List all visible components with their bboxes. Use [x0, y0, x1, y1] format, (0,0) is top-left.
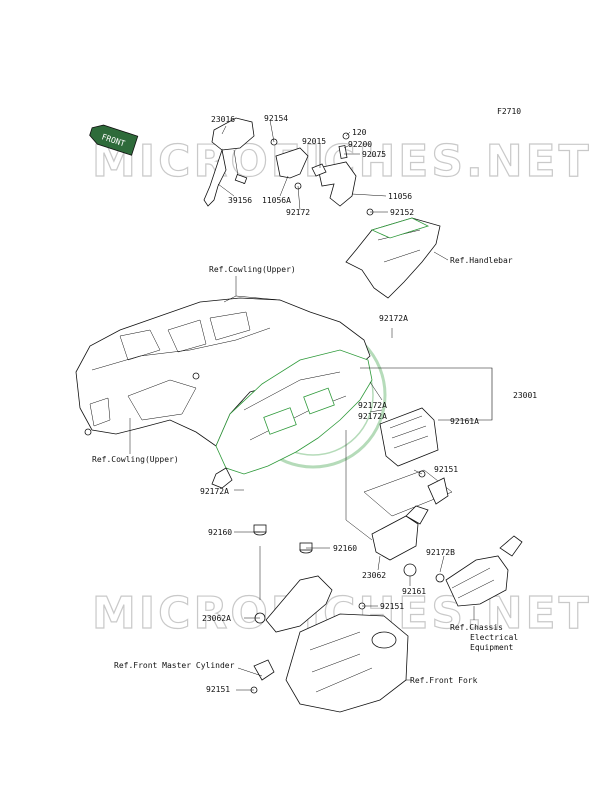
- label-11056A: 11056A: [262, 196, 291, 205]
- label-ref-cowling-upper-left: Ref.Cowling(Upper): [92, 455, 179, 464]
- label-ref-chassis-1: Ref.Chassis: [450, 623, 503, 632]
- handlebar-clamp: [345, 217, 441, 299]
- mount-plate-upper: [363, 469, 453, 517]
- label-92160-right: 92160: [333, 544, 357, 553]
- label-23001: 23001: [513, 391, 537, 400]
- label-23062A: 23062A: [202, 614, 231, 623]
- label-23016: 23016: [211, 115, 235, 124]
- label-92161A: 92161A: [450, 417, 479, 426]
- switch-assembly-23016: [203, 117, 255, 207]
- label-120: 120: [352, 128, 367, 137]
- label-92172A-mid1: 92172A: [358, 401, 387, 410]
- chassis-electrical-bracket: [403, 535, 523, 607]
- label-39156: 39156: [228, 196, 252, 205]
- front-arrow-tag: FRONT: [89, 124, 139, 156]
- label-ref-front-fork: Ref.Front Fork: [410, 676, 478, 685]
- label-92075: 92075: [362, 150, 386, 159]
- figure-code: F2710: [497, 107, 521, 116]
- label-92015: 92015: [302, 137, 326, 146]
- label-ref-chassis-3: Equipment: [470, 643, 514, 652]
- label-11056: 11056: [388, 192, 412, 201]
- label-23062: 23062: [362, 571, 386, 580]
- label-92160-left: 92160: [208, 528, 232, 537]
- bracket-11056: [311, 132, 374, 216]
- bracket-11056A: [270, 138, 309, 190]
- label-92151-bottom: 92151: [206, 685, 230, 694]
- label-92152: 92152: [390, 208, 414, 217]
- grommet-92160-b: [299, 542, 313, 554]
- label-92161: 92161: [402, 587, 426, 596]
- label-92172A-left: 92172A: [200, 487, 229, 496]
- grommet-92160-a: [253, 524, 267, 536]
- label-92172B: 92172B: [426, 548, 455, 557]
- label-92151-mid: 92151: [380, 602, 404, 611]
- label-92151-upper: 92151: [434, 465, 458, 474]
- bracket-23062: [371, 505, 429, 561]
- label-92172A-mid2: 92172A: [358, 412, 387, 421]
- label-ref-cowling-upper-top: Ref.Cowling(Upper): [209, 265, 296, 274]
- label-ref-front-master-cylinder: Ref.Front Master Cylinder: [114, 661, 235, 670]
- part-labels: 23016 92154 92015 120 92200 92075 39156 …: [92, 114, 537, 694]
- label-ref-chassis-2: Electrical: [470, 633, 518, 642]
- meter-stay-bracket: [211, 349, 373, 489]
- leader-23001-bracket: [360, 367, 493, 421]
- label-ref-handlebar: Ref.Handlebar: [450, 256, 513, 265]
- front-fork-top: [285, 613, 409, 713]
- label-92172A-top: 92172A: [379, 314, 408, 323]
- leader-lines: [129, 119, 475, 691]
- ecu-23001: [379, 407, 439, 467]
- master-cylinder-bracket: [250, 659, 275, 694]
- label-92172: 92172: [286, 208, 310, 217]
- label-92200: 92200: [348, 140, 372, 149]
- label-92154: 92154: [264, 114, 288, 123]
